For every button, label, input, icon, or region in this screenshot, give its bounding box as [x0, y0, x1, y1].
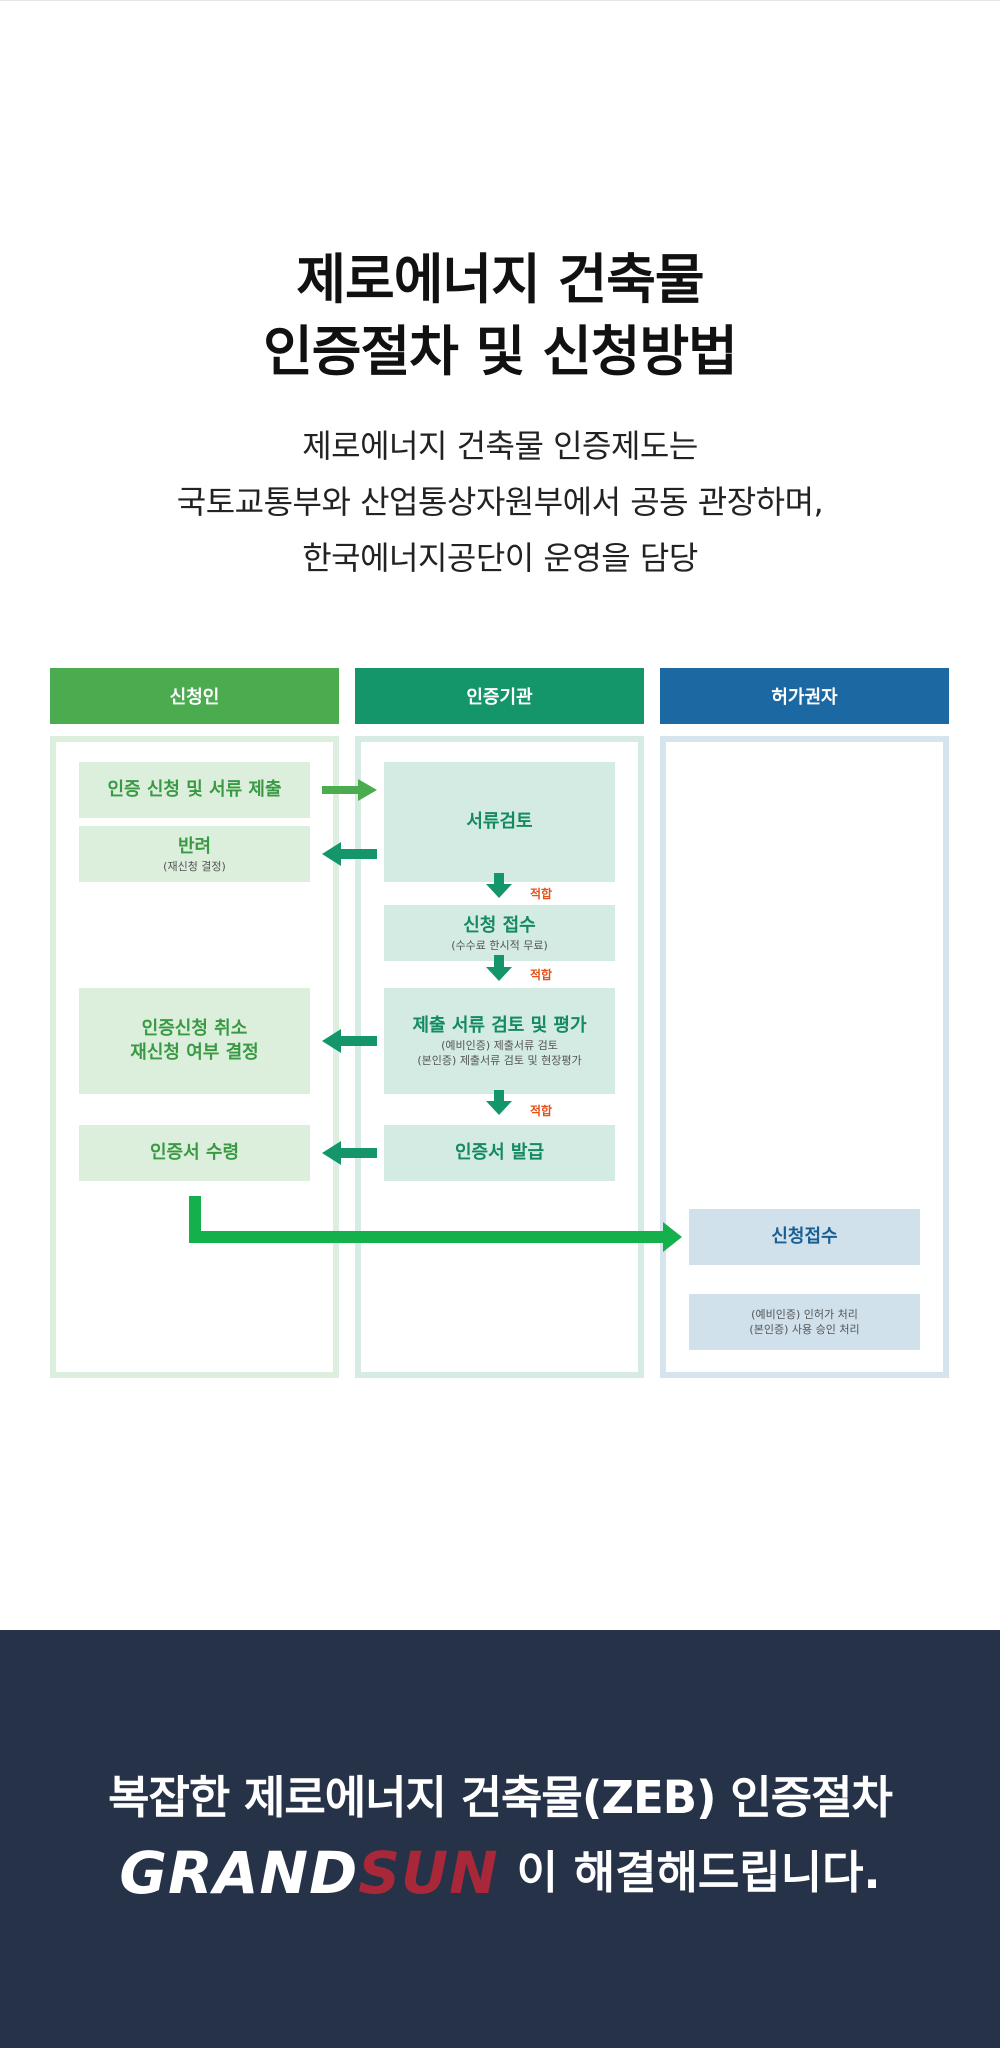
footer-line2: 이 해결해드립니다. — [516, 1846, 881, 1899]
return-box: 반려 (재신청 결정) — [79, 826, 310, 882]
receive-certificate-box: 인증서 수령 — [79, 1125, 310, 1181]
page-title-line1: 제로에너지 건축물 — [296, 248, 704, 311]
return-label: 반려 — [177, 835, 212, 857]
permit-note2: (본인증) 사용 승인 처리 — [749, 1323, 860, 1336]
description-line3: 한국에너지공단이 운영을 담당 — [302, 539, 698, 577]
top-divider — [0, 0, 1000, 1]
cancel-decision-box: 인증신청 취소 재신청 여부 결정 — [79, 988, 310, 1094]
page-title-line2: 인증절차 및 신청방법 — [263, 320, 738, 383]
issue-certificate-box: 인증서 발급 — [384, 1125, 615, 1181]
cancel-line2: 재신청 여부 결정 — [130, 1042, 259, 1063]
issue-label: 인증서 발급 — [454, 1142, 545, 1163]
applicant-panel — [50, 736, 339, 1378]
evaluate-label: 제출 서류 검토 및 평가 — [412, 1015, 587, 1036]
description-line2: 국토교통부와 산업통상자원부에서 공동 관장하며, — [176, 483, 824, 521]
pass-label-3: 적합 — [530, 1104, 553, 1118]
permitter-panel — [660, 736, 949, 1378]
cancel-line1: 인증신청 취소 — [141, 1018, 248, 1039]
footer-line2-row: GRANDSUN 이 해결해드립니다. — [0, 1838, 1000, 1908]
pass-label-2: 적합 — [530, 968, 553, 982]
grandsun-logo: GRANDSUN — [119, 1838, 498, 1908]
permit-receipt-box: 신청접수 — [689, 1209, 920, 1265]
certifier-panel — [355, 736, 644, 1378]
permit-receipt-label: 신청접수 — [771, 1226, 838, 1247]
logo-sun: SUN — [358, 1839, 499, 1907]
column-header-permitter: 허가권자 — [660, 668, 949, 724]
column-header-certifier: 인증기관 — [355, 668, 644, 724]
permit-note1: (예비인증) 인허가 처리 — [751, 1308, 858, 1321]
review-label: 서류검토 — [466, 811, 533, 832]
evaluate-box: 제출 서류 검토 및 평가 (예비인증) 제출서류 검토 (본인증) 제출서류 … — [384, 988, 615, 1094]
accept-label: 신청 접수 — [463, 914, 536, 936]
evaluate-note2: (본인증) 제출서류 검토 및 현장평가 — [417, 1054, 582, 1067]
column-header-applicant: 신청인 — [50, 668, 339, 724]
description-line1: 제로에너지 건축물 인증제도는 — [302, 427, 698, 465]
logo-grand: GRAND — [119, 1839, 359, 1907]
footer-banner — [0, 1630, 1000, 2048]
footer-line1: 복잡한 제로에너지 건축물(ZEB) 인증절차 — [108, 1771, 893, 1824]
accept-note: (수수료 한시적 무료) — [451, 938, 548, 952]
apply-submit-label: 인증 신청 및 서류 제출 — [107, 779, 282, 800]
document-review-box: 서류검토 — [384, 762, 615, 882]
permit-process-box: (예비인증) 인허가 처리 (본인증) 사용 승인 처리 — [689, 1294, 920, 1350]
pass-label-1: 적합 — [530, 887, 553, 901]
apply-submit-box: 인증 신청 및 서류 제출 — [79, 762, 310, 818]
receive-label: 인증서 수령 — [149, 1142, 240, 1163]
application-accept-box: 신청 접수 (수수료 한시적 무료) — [384, 905, 615, 961]
evaluate-note1: (예비인증) 제출서류 검토 — [441, 1039, 558, 1052]
return-note: (재신청 결정) — [163, 859, 226, 873]
